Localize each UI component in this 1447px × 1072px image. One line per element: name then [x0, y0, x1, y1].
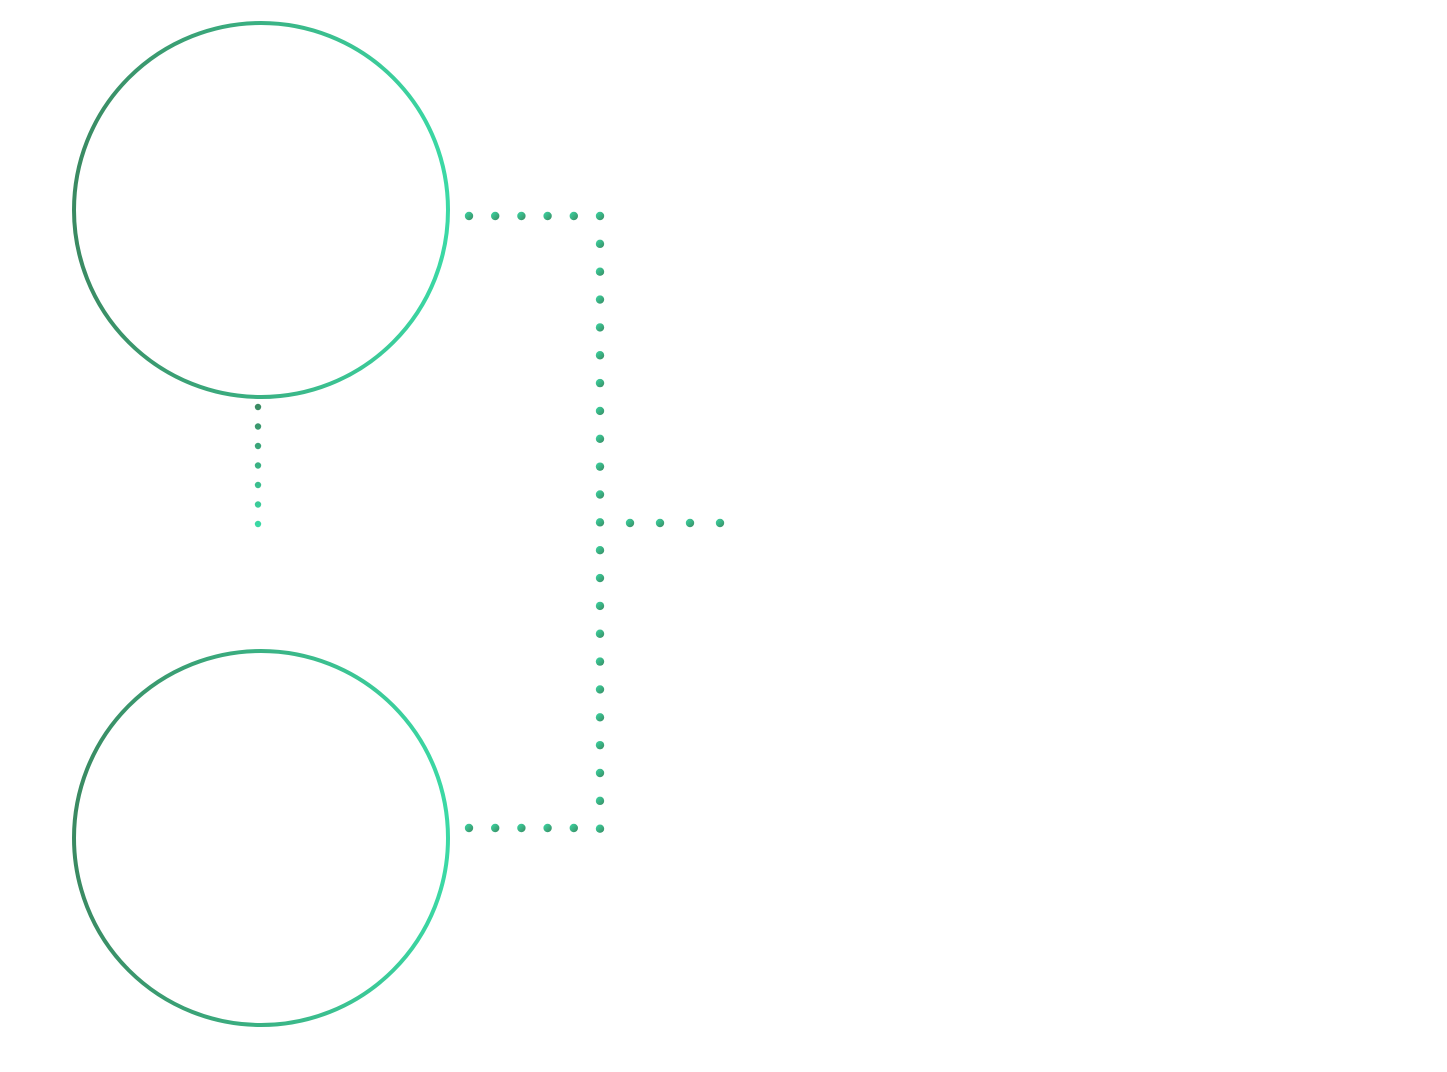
connector-dot: [254, 501, 262, 508]
connector-dot: [595, 323, 605, 332]
connector-dot: [595, 768, 605, 778]
connector-dot: [595, 490, 605, 499]
connector-dot: [491, 211, 500, 221]
connector-dot: [254, 462, 262, 469]
connector-dot: [543, 823, 552, 833]
down-stub-connector: [254, 403, 262, 528]
connector-dot: [569, 211, 578, 221]
connector-dot: [595, 546, 605, 555]
connector-dot: [254, 520, 262, 528]
connector-dot: [595, 657, 605, 666]
connector-dot: [595, 406, 605, 416]
connector-dot: [517, 211, 526, 221]
connector-dot: [715, 518, 725, 528]
connector-dot: [254, 442, 262, 450]
connector-dot: [595, 462, 605, 471]
connector-dot: [595, 351, 605, 360]
connector-dot: [595, 601, 605, 611]
connector-dot: [595, 740, 605, 750]
connector-dot: [595, 518, 605, 527]
connector-dot: [464, 823, 474, 833]
connector-dot: [595, 796, 605, 806]
connector-dot: [685, 518, 695, 528]
connector-dot: [569, 823, 578, 833]
connector-dot: [595, 295, 605, 304]
connector-dot: [595, 824, 605, 833]
connector-dot: [595, 239, 605, 249]
top-circle-node: [72, 21, 450, 399]
connector-dot: [491, 823, 500, 833]
connector-dot: [595, 434, 605, 443]
connector-dot: [595, 573, 605, 583]
connector-dot: [254, 481, 262, 489]
connector-dot: [595, 211, 605, 221]
connector-dot: [625, 518, 635, 528]
connector-dot: [254, 403, 262, 411]
connector-dot: [595, 629, 605, 638]
connector-dot: [517, 823, 526, 833]
connector-dot: [595, 685, 605, 694]
connector-dot: [254, 423, 262, 430]
connector-dot: [595, 267, 605, 276]
connector-dot: [464, 211, 474, 221]
connector-dot: [595, 713, 605, 722]
bottom-circle-node: [72, 649, 450, 1027]
connector-dot: [543, 211, 552, 221]
connector-dot: [655, 518, 665, 528]
bracket-connector: [464, 211, 725, 833]
connector-dot: [595, 378, 605, 388]
